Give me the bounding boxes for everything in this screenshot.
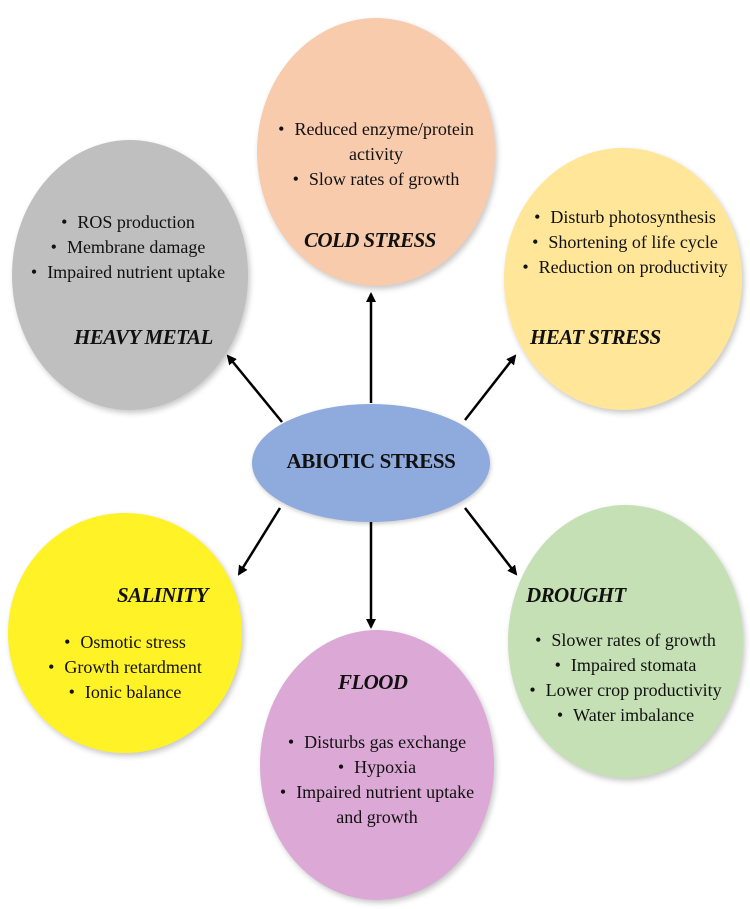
- cold-stress-node: [257, 18, 495, 286]
- arrow-to-salinity: [237, 507, 282, 576]
- cold-point: activity: [349, 144, 403, 164]
- salinity-points: Osmotic stress Growth retardment Ionic b…: [8, 630, 242, 705]
- heat-point: Reduction on productivity: [502, 255, 748, 280]
- drought-points: Slower rates of growth Impaired stomata …: [508, 628, 743, 728]
- drought-point: Impaired stomata: [508, 653, 743, 678]
- heat-point: Shortening of life cycle: [502, 230, 748, 255]
- cold-stress-points: Reduced enzyme/protein activity Slow rat…: [257, 117, 495, 192]
- flood-point: Disturbs gas exchange: [260, 730, 494, 755]
- salinity-point: Osmotic stress: [8, 630, 242, 655]
- salinity-point: Ionic balance: [8, 680, 242, 705]
- heat-stress-points: Disturb photosynthesis Shortening of lif…: [502, 205, 748, 280]
- salinity-title: SALINITY: [117, 583, 208, 607]
- flood-points: Disturbs gas exchange Hypoxia Impaired n…: [260, 730, 494, 830]
- cold-point: Slow rates of growth: [257, 167, 495, 192]
- cold-stress-title: COLD STRESS: [304, 228, 436, 252]
- drought-title: DROUGHT: [526, 583, 626, 607]
- heavy-metal-point: Membrane damage: [0, 235, 256, 260]
- arrow-to-heat-stress: [464, 354, 517, 421]
- heat-stress-title: HEAT STRESS: [530, 325, 661, 349]
- arrow-to-drought: [464, 507, 518, 576]
- flood-point: Hypoxia: [260, 755, 494, 780]
- abiotic-stress-label: ABIOTIC STRESS: [286, 449, 456, 473]
- abiotic-stress-center-node: [252, 404, 490, 522]
- flood-point: Impaired nutrient uptake: [260, 780, 494, 805]
- heavy-metal-title: HEAVY METAL: [74, 325, 213, 349]
- drought-point: Slower rates of growth: [508, 628, 743, 653]
- salinity-point: Growth retardment: [8, 655, 242, 680]
- heat-point: Disturb photosynthesis: [502, 205, 748, 230]
- flood-title: FLOOD: [338, 670, 408, 694]
- arrow-to-heavy-metal: [226, 354, 283, 423]
- drought-point: Lower crop productivity: [508, 678, 743, 703]
- heavy-metal-point: ROS production: [0, 210, 256, 235]
- heavy-metal-points: ROS production Membrane damage Impaired …: [0, 210, 256, 285]
- heavy-metal-point: Impaired nutrient uptake: [0, 260, 256, 285]
- cold-point: Reduced enzyme/protein: [257, 117, 495, 142]
- drought-point: Water imbalance: [508, 703, 743, 728]
- flood-point: and growth: [336, 807, 418, 827]
